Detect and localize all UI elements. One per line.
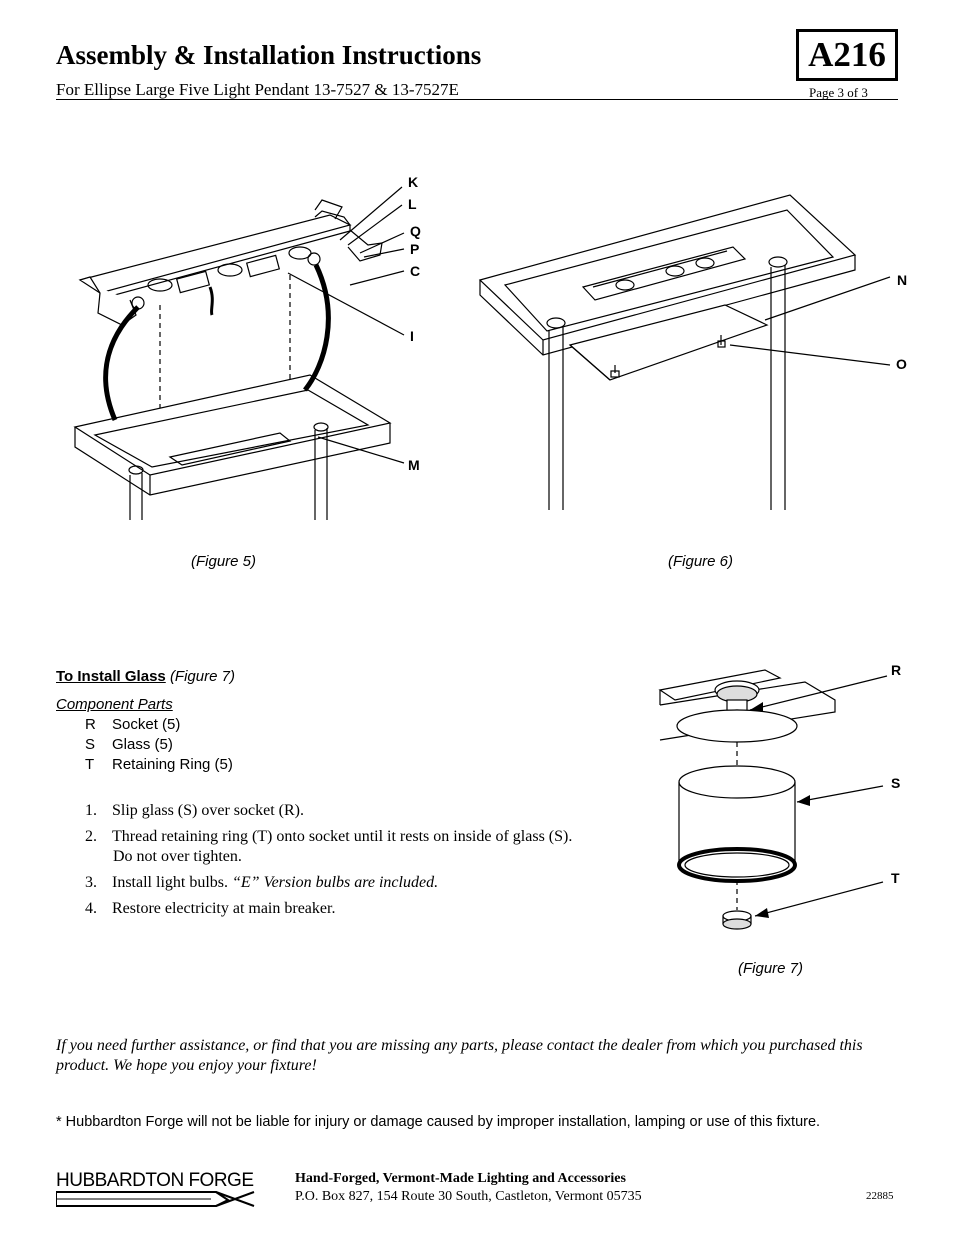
callout-r: R xyxy=(891,662,902,678)
step-1: 1.Slip glass (S) over socket (R). xyxy=(85,802,304,819)
figure-7-diagram xyxy=(658,669,888,930)
document-number: 22885 xyxy=(866,1190,894,1202)
page-number: Page 3 of 3 xyxy=(809,85,868,100)
install-glass-figure-ref: (Figure 7) xyxy=(169,668,235,685)
callout-s: S xyxy=(891,775,901,791)
callout-o: O xyxy=(896,356,907,372)
document-code-box: A216 xyxy=(796,29,898,81)
step-2-continued: Do not over tighten. xyxy=(113,848,242,865)
footer-address: P.O. Box 827, 154 Route 30 South, Castle… xyxy=(295,1189,642,1204)
logo-wordmark: HUBBARDTON FORGE xyxy=(56,1170,254,1191)
header-rule xyxy=(56,99,898,100)
callout-k: K xyxy=(408,174,419,190)
install-glass-title: To Install Glass xyxy=(56,668,166,685)
callout-n: N xyxy=(897,272,908,288)
install-glass-heading: To Install Glass (Figure 7) xyxy=(56,668,235,685)
page-subtitle: For Ellipse Large Five Light Pendant 13-… xyxy=(56,80,459,99)
liability-disclaimer: * Hubbardton Forge will not be liable fo… xyxy=(56,1114,821,1130)
logo-mark: HUBBARDTON FORGE xyxy=(55,1170,255,1207)
footer-tagline: Hand-Forged, Vermont-Made Lighting and A… xyxy=(295,1171,626,1186)
figure-5-caption: (Figure 5) xyxy=(191,553,257,570)
component-parts-heading: Component Parts xyxy=(56,696,173,713)
hubbardton-forge-logo: HUBBARDTON FORGE xyxy=(55,1166,271,1210)
callout-m: M xyxy=(408,457,420,473)
figure-6-caption: (Figure 6) xyxy=(668,553,734,570)
page-title: Assembly & Installation Instructions xyxy=(56,40,482,70)
figure-5-diagram xyxy=(73,186,405,520)
callout-i: I xyxy=(410,328,414,344)
callout-l: L xyxy=(408,196,417,212)
figure-6-diagram xyxy=(478,194,891,510)
step-4: 4.Restore electricity at main breaker. xyxy=(85,900,336,917)
step-3: 3.Install light bulbs. “E” Version bulbs… xyxy=(85,874,439,891)
figure-7-caption: (Figure 7) xyxy=(738,960,804,977)
step-3-note: “E” Version bulbs are included. xyxy=(232,874,439,891)
callout-q: Q xyxy=(410,223,421,239)
step-2: 2.Thread retaining ring (T) onto socket … xyxy=(85,828,573,845)
callout-p: P xyxy=(410,241,420,257)
callout-c: C xyxy=(410,263,421,279)
callout-t: T xyxy=(891,870,900,886)
assistance-note: If you need further assistance, or find … xyxy=(56,1037,863,1074)
